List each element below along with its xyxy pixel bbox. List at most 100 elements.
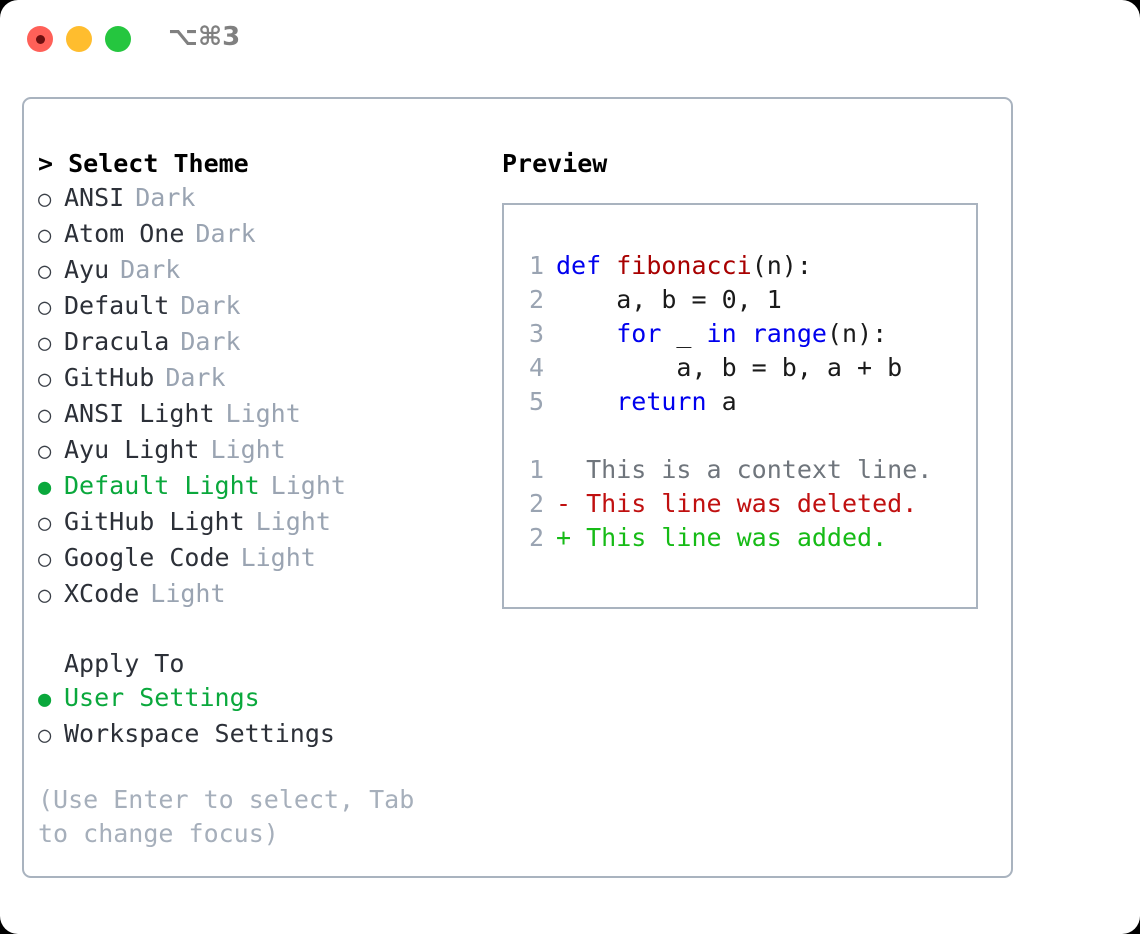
apply-to-label: Workspace Settings	[64, 719, 335, 748]
zoom-button[interactable]	[105, 26, 131, 52]
keyboard-hint: (Use Enter to select, Tab to change focu…	[38, 785, 430, 848]
line-number: 2	[528, 489, 544, 518]
code-token	[737, 319, 752, 348]
minimize-button[interactable]	[66, 26, 92, 52]
theme-name: Ayu Light	[64, 435, 200, 464]
code-token: in	[706, 319, 737, 348]
diff-marker: -	[556, 489, 572, 518]
radio-selected-icon: ●	[38, 687, 52, 712]
code-token: fibonacci	[616, 251, 752, 280]
theme-list-item[interactable]: ○ GitHub Light Light	[38, 505, 508, 541]
apply-to-header: Apply To	[64, 649, 185, 678]
theme-name: XCode	[64, 579, 140, 608]
code-token: def	[556, 251, 617, 280]
code-token: a, b = b, a + b	[556, 353, 903, 382]
line-number: 2	[528, 285, 544, 314]
line-number: 3	[528, 319, 544, 348]
code-token: a	[706, 387, 737, 416]
preview-divider	[518, 419, 932, 453]
theme-category: Dark	[180, 291, 241, 320]
theme-name: Default	[64, 291, 170, 320]
list-spacer	[38, 613, 508, 647]
theme-category: Dark	[135, 183, 196, 212]
diff-marker	[556, 455, 571, 484]
title-bar: ⌥⌘3	[0, 0, 1140, 76]
code-token	[556, 387, 616, 416]
theme-category: Light	[240, 543, 316, 572]
code-token: return	[616, 387, 707, 416]
diff-marker: +	[556, 523, 572, 552]
radio-unselected-icon: ○	[38, 331, 52, 356]
apply-to-item[interactable]: ● User Settings	[38, 681, 508, 717]
hint-spacer	[38, 753, 508, 783]
theme-category: Dark	[120, 255, 181, 284]
radio-unselected-icon: ○	[38, 439, 52, 464]
theme-list-item[interactable]: ● Default Light Light	[38, 469, 508, 505]
line-number: 1	[528, 251, 544, 280]
apply-to-list: ● User Settings ○ Workspace Settings	[38, 681, 508, 753]
theme-list-item[interactable]: ○ Ayu Dark	[38, 253, 508, 289]
close-button[interactable]	[27, 26, 53, 52]
select-theme-header: > Select Theme	[38, 149, 249, 178]
radio-unselected-icon: ○	[38, 295, 52, 320]
code-token: a, b = 0, 1	[556, 285, 782, 314]
keyboard-shortcut-label: ⌥⌘3	[168, 22, 241, 52]
radio-unselected-icon: ○	[38, 187, 52, 212]
radio-selected-icon: ●	[38, 475, 52, 500]
code-line: 1 def fibonacci(n):	[518, 249, 932, 283]
preview-header: Preview	[502, 149, 608, 178]
theme-name: Ayu	[64, 255, 110, 284]
code-line: 4 a, b = b, a + b	[518, 351, 932, 385]
theme-category: Light	[150, 579, 226, 608]
diff-text: This line was deleted.	[571, 489, 918, 518]
radio-unselected-icon: ○	[38, 259, 52, 284]
theme-category: Light	[255, 507, 331, 536]
code-token: range	[751, 319, 827, 348]
theme-name: ANSI Light	[64, 399, 215, 428]
theme-name: GitHub Light	[64, 507, 245, 536]
theme-list-item[interactable]: ○ XCode Light	[38, 577, 508, 613]
code-line: 2 a, b = 0, 1	[518, 283, 932, 317]
line-number: 4	[528, 353, 544, 382]
apply-to-item[interactable]: ○ Workspace Settings	[38, 717, 508, 753]
line-number: 1	[528, 455, 544, 484]
diff-text: This is a context line.	[571, 455, 933, 484]
code-token: (n):	[751, 251, 812, 280]
theme-name: Dracula	[64, 327, 170, 356]
traffic-lights	[27, 26, 131, 52]
code-token: (n):	[826, 319, 888, 348]
theme-category: Light	[270, 471, 346, 500]
apply-to-label: User Settings	[64, 683, 260, 712]
code-token: _	[661, 319, 707, 348]
line-number: 2	[528, 523, 544, 552]
theme-list-item[interactable]: ○ Default Dark	[38, 289, 508, 325]
code-line: 3 for _ in range(n):	[518, 317, 932, 351]
radio-unselected-icon: ○	[38, 723, 52, 748]
radio-unselected-icon: ○	[38, 511, 52, 536]
line-number: 5	[528, 387, 544, 416]
code-line: 5 return a	[518, 385, 932, 419]
radio-unselected-icon: ○	[38, 547, 52, 572]
radio-unselected-icon: ○	[38, 367, 52, 392]
code-token: for	[616, 319, 662, 348]
diff-text: This line was added.	[571, 523, 888, 552]
diff-line: 2- This line was deleted.	[518, 487, 932, 521]
radio-unselected-icon: ○	[38, 583, 52, 608]
diff-line: 1 This is a context line.	[518, 453, 932, 487]
theme-name: Default Light	[64, 471, 260, 500]
theme-category: Dark	[165, 363, 226, 392]
